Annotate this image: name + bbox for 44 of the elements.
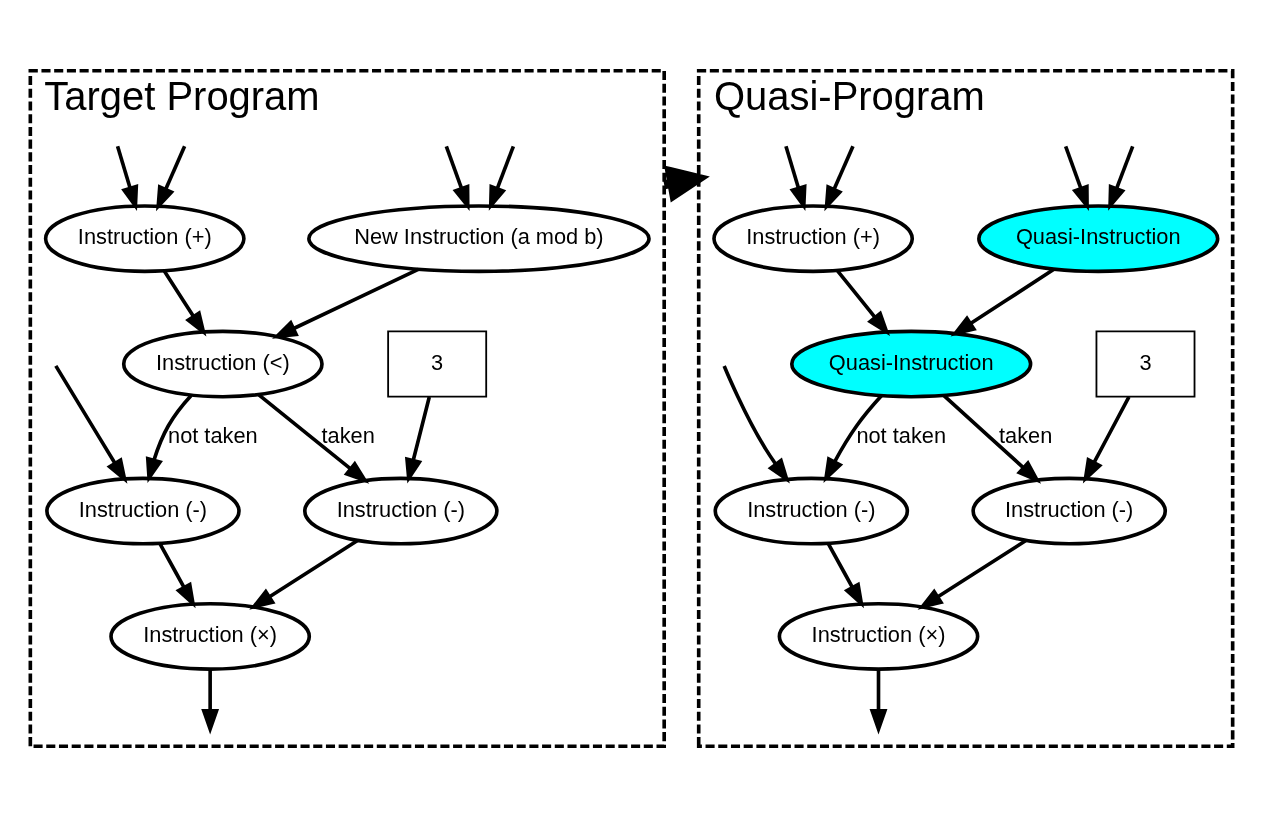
arrow — [404, 396, 432, 484]
node-ellipse: Instruction (-) — [971, 476, 1168, 546]
arrow — [145, 393, 193, 483]
arrow — [942, 393, 1042, 484]
arrow — [488, 145, 516, 211]
arrow — [835, 268, 890, 336]
arrow — [249, 538, 359, 610]
node-ellipse: Instruction (×) — [777, 601, 980, 671]
arrow — [444, 145, 470, 211]
arrow — [722, 364, 790, 483]
arrow — [54, 364, 128, 484]
arrow — [869, 669, 888, 734]
arrow — [272, 267, 420, 339]
arrow — [201, 669, 220, 734]
edge-label: not taken — [168, 422, 258, 448]
arrow — [826, 542, 864, 608]
edge-label: not taken — [856, 422, 947, 448]
arrow — [784, 145, 807, 211]
node-box: 3 — [387, 329, 488, 398]
arrow — [824, 145, 855, 211]
arrow — [950, 267, 1055, 337]
node-ellipse: Instruction (+) — [43, 203, 246, 273]
node-ellipse: Instruction (×) — [109, 601, 312, 671]
node-ellipse: Instruction (-) — [45, 476, 241, 546]
node-ellipse: Instruction (<) — [121, 329, 324, 398]
edge-label: taken — [998, 422, 1053, 448]
arrow — [823, 394, 883, 483]
node-ellipse: Instruction (-) — [303, 476, 499, 546]
arrow — [156, 145, 187, 211]
arrow — [158, 542, 196, 608]
node-ellipse: Quasi-Instruction — [790, 329, 1033, 398]
arrow — [1108, 145, 1135, 211]
arrow — [1063, 145, 1089, 211]
arrow — [115, 145, 139, 211]
arrow — [1082, 395, 1131, 484]
arrow — [257, 392, 370, 484]
node-box: 3 — [1095, 329, 1196, 398]
node-ellipse: New Instruction (a mod b) — [307, 203, 651, 273]
edge-label: taken — [321, 422, 375, 448]
node-ellipse: Instruction (-) — [713, 476, 910, 546]
arrow — [162, 269, 207, 337]
arrow — [917, 538, 1027, 610]
node-ellipse: Quasi-Instruction — [977, 203, 1220, 273]
node-ellipse: Instruction (+) — [712, 203, 915, 273]
